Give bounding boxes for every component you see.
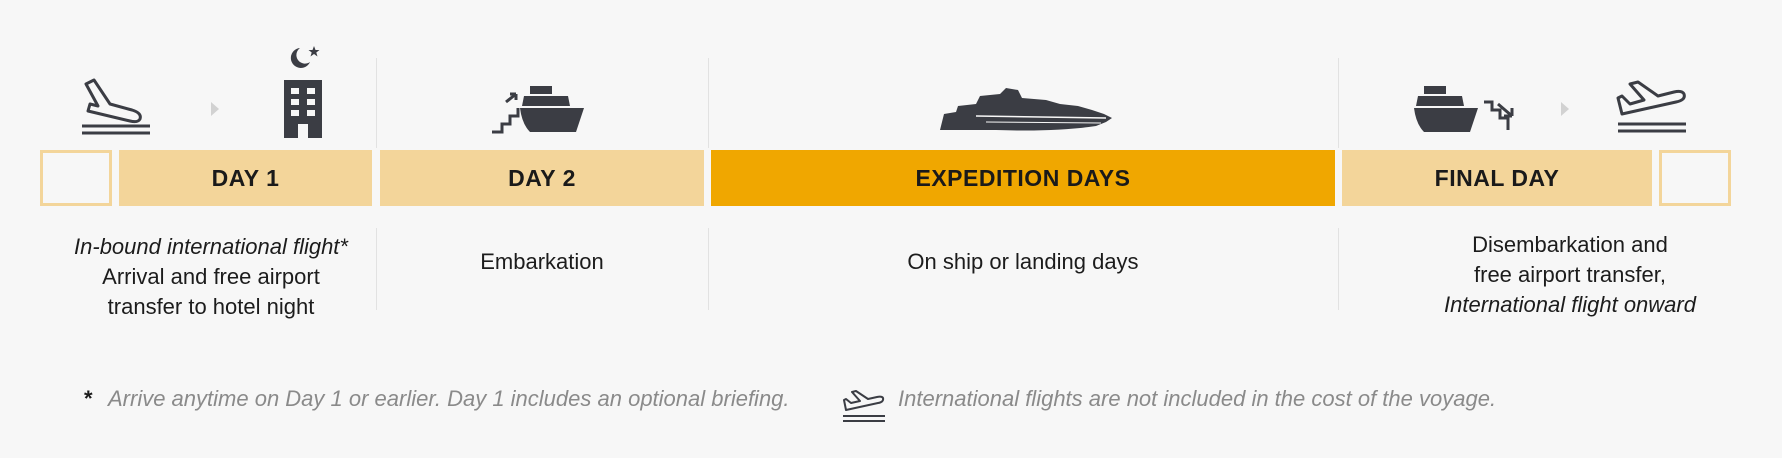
day-1-description: In-bound international flight* Arrival a… <box>46 232 376 322</box>
segment-expedition-days: EXPEDITION DAYS <box>711 150 1335 206</box>
divider <box>708 58 709 148</box>
day-2-embarkation-text: Embarkation <box>480 249 604 274</box>
expedition-text: On ship or landing days <box>907 249 1139 274</box>
expedition-description: On ship or landing days <box>711 247 1335 277</box>
footnote-arrive: Arrive anytime on Day 1 or earlier. Day … <box>108 386 790 411</box>
embark-ship-icon <box>490 84 594 136</box>
segment-day-2-label: DAY 2 <box>508 164 576 191</box>
chevron-right-icon <box>1560 101 1570 117</box>
segment-expedition-days-label: EXPEDITION DAYS <box>915 164 1131 191</box>
final-day-flight-text: International flight onward <box>1444 292 1696 317</box>
footnote-flights: International flights are not included i… <box>898 386 1497 411</box>
day-1-arrival-text: Arrival and free airport <box>102 264 320 289</box>
final-day-disembark-text: Disembarkation and <box>1472 232 1668 257</box>
hotel-night-icon <box>280 44 326 138</box>
segment-day-1-label: DAY 1 <box>211 164 280 191</box>
final-day-transfer-text: free airport transfer, <box>1474 262 1666 287</box>
day-2-description: Embarkation <box>380 247 704 277</box>
segment-day-2: DAY 2 <box>380 150 704 206</box>
chevron-right-icon <box>210 101 220 117</box>
day-1-transfer-text: transfer to hotel night <box>107 294 315 319</box>
flight-note-icon <box>842 390 886 424</box>
divider <box>1338 58 1339 148</box>
plane-takeoff-icon <box>1616 80 1688 136</box>
day-1-flight-text: In-bound international flight* <box>74 234 348 259</box>
final-day-description: Disembarkation and free airport transfer… <box>1400 230 1740 320</box>
divider <box>708 228 709 310</box>
segment-final-day: FINAL DAY <box>1342 150 1652 206</box>
timeline-start-cap <box>40 150 112 206</box>
footnote-asterisk: * <box>84 386 93 411</box>
segment-final-day-label: FINAL DAY <box>1434 164 1560 191</box>
divider <box>376 58 377 148</box>
divider <box>1338 228 1339 310</box>
plane-landing-icon <box>80 76 152 136</box>
divider <box>376 228 377 310</box>
timeline-end-cap <box>1659 150 1731 206</box>
cruise-ship-icon <box>936 88 1116 132</box>
disembark-ship-icon <box>1412 84 1516 136</box>
segment-day-1: DAY 1 <box>119 150 372 206</box>
